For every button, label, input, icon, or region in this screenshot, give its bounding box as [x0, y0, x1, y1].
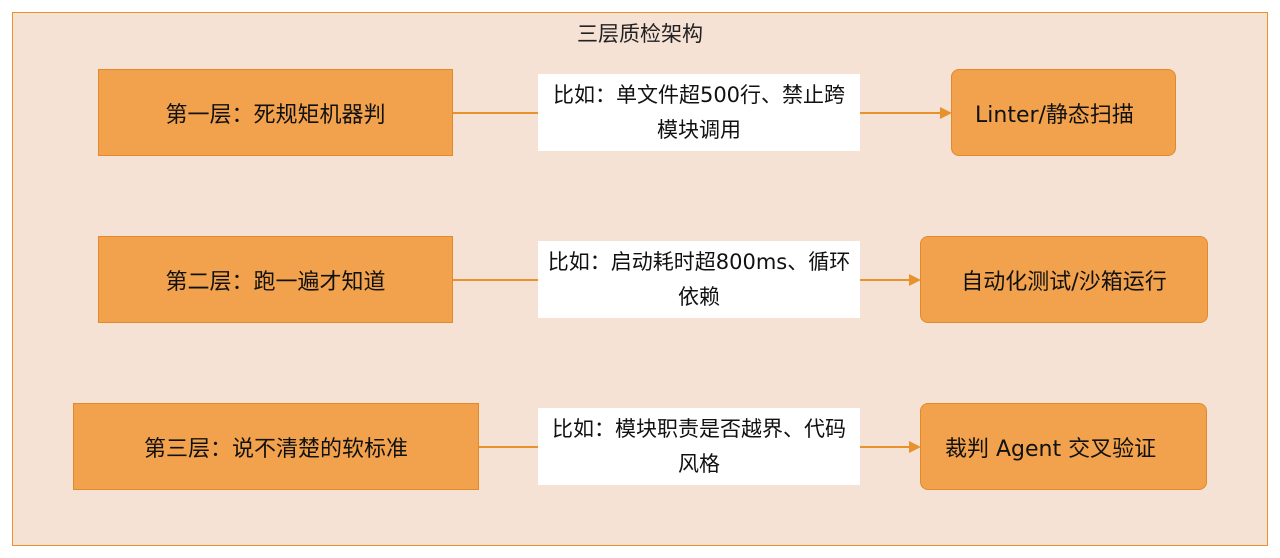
example-3: 比如：模块职责是否越界、代码风格 — [538, 408, 860, 485]
diagram-title: 三层质检架构 — [577, 22, 703, 46]
layer-1-box: 第一层：死规矩机器判 — [98, 69, 453, 156]
layer-3-box: 第三层：说不清楚的软标准 — [73, 403, 479, 490]
example-1: 比如：单文件超500行、禁止跨模块调用 — [538, 74, 860, 151]
tool-3-box: 裁判 Agent 交叉验证 — [920, 403, 1207, 490]
tool-1-box: Linter/静态扫描 — [951, 69, 1176, 156]
tool-2-box: 自动化测试/沙箱运行 — [920, 236, 1208, 323]
example-2: 比如：启动耗时超800ms、循环依赖 — [538, 241, 860, 318]
arrow-2-icon — [909, 274, 921, 286]
arrow-3-icon — [909, 441, 921, 453]
arrow-1-icon — [940, 107, 952, 119]
layer-2-box: 第二层：跑一遍才知道 — [98, 236, 453, 323]
